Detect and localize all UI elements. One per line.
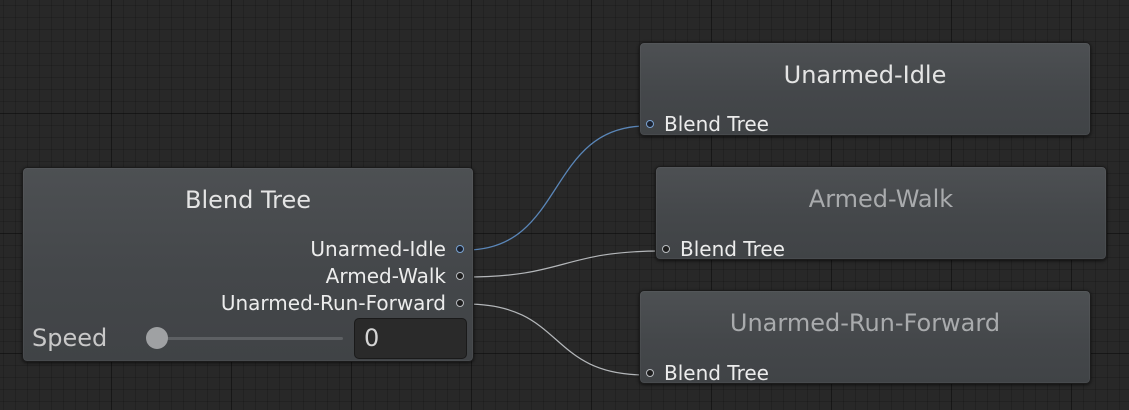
connection-unarmed-idle[interactable] [465,125,647,251]
output-port-unarmed-run-forward[interactable] [456,299,464,307]
node-title: Blend Tree [185,186,311,214]
node-title: Armed-Walk [808,185,954,213]
speed-slider-track[interactable] [157,337,343,340]
input-label: Blend Tree [664,112,769,136]
output-port-unarmed-idle[interactable] [456,245,464,253]
node-title: Unarmed-Idle [783,61,947,89]
output-row-unarmed-idle: Unarmed-Idle [310,237,464,261]
speed-slider-thumb[interactable] [146,327,168,349]
output-label: Armed-Walk [325,264,446,288]
output-label: Unarmed-Run-Forward [220,291,446,315]
input-row: Blend Tree [662,237,785,261]
unarmed-idle-node[interactable]: Unarmed-Idle Blend Tree [639,42,1091,136]
input-port[interactable] [662,245,670,253]
node-title: Unarmed-Run-Forward [729,309,1001,337]
input-row: Blend Tree [646,112,769,136]
input-port[interactable] [646,369,654,377]
speed-value-field[interactable]: 0 [354,318,467,359]
input-label: Blend Tree [680,237,785,261]
speed-label: Speed [32,324,108,352]
connection-armed-walk[interactable] [465,250,663,278]
connection-unarmed-run-forward[interactable] [465,303,647,376]
output-row-armed-walk: Armed-Walk [325,264,464,288]
unarmed-run-forward-node[interactable]: Unarmed-Run-Forward Blend Tree [639,290,1091,385]
output-label: Unarmed-Idle [310,237,446,261]
output-port-armed-walk[interactable] [456,272,464,280]
input-label: Blend Tree [664,361,769,385]
input-port[interactable] [646,120,654,128]
armed-walk-node[interactable]: Armed-Walk Blend Tree [655,166,1107,261]
blend-tree-node[interactable]: Blend Tree Unarmed-Idle Armed-Walk Unarm… [22,167,474,362]
output-row-unarmed-run-forward: Unarmed-Run-Forward [220,291,464,315]
input-row: Blend Tree [646,361,769,385]
